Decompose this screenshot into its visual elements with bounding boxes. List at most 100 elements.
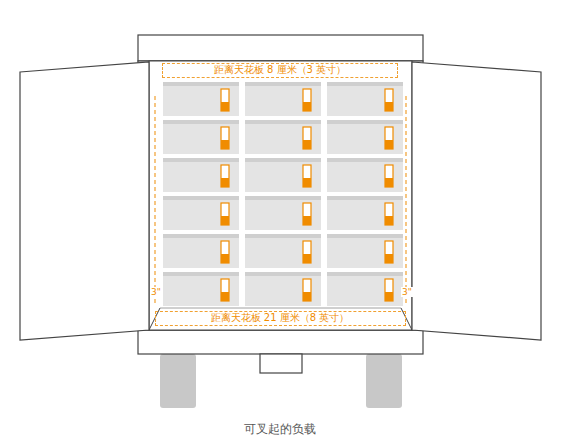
charge-level <box>385 216 393 225</box>
battery-module <box>245 120 321 154</box>
cabinet-top <box>138 35 423 61</box>
module-top <box>245 158 321 162</box>
battery-module <box>327 158 403 192</box>
charge-indicator <box>385 203 393 225</box>
battery-module <box>245 196 321 230</box>
module-body <box>163 234 239 268</box>
charge-indicator <box>303 203 311 225</box>
battery-module <box>327 82 403 116</box>
cabinet-leg <box>366 354 402 408</box>
charge-level <box>303 216 311 225</box>
module-top <box>327 196 403 200</box>
clearance-dimension: 3" <box>401 287 413 297</box>
module-body <box>163 272 239 306</box>
cabinet-base <box>138 330 423 354</box>
charge-level <box>221 254 229 263</box>
battery-module <box>163 120 239 154</box>
battery-module <box>327 272 403 306</box>
charge-level <box>221 178 229 187</box>
charge-level <box>303 140 311 149</box>
clearance-label: 距离天花板 21 厘米（8 英寸） <box>209 312 352 324</box>
charge-level <box>385 140 393 149</box>
battery-module <box>245 272 321 306</box>
clearance-line <box>405 96 406 306</box>
module-top <box>245 82 321 86</box>
module-top <box>327 158 403 162</box>
module-body <box>245 272 321 306</box>
cabinet-body <box>138 61 423 330</box>
battery-module <box>163 196 239 230</box>
module-body <box>245 82 321 116</box>
charge-indicator <box>385 89 393 111</box>
battery-module <box>327 120 403 154</box>
battery-module <box>163 272 239 306</box>
module-body <box>327 272 403 306</box>
clearance-line <box>154 96 155 306</box>
charge-level <box>303 102 311 111</box>
fork-pocket <box>260 354 302 373</box>
module-body <box>245 196 321 230</box>
module-body <box>163 120 239 154</box>
charge-indicator <box>221 165 229 187</box>
charge-level <box>385 178 393 187</box>
charge-level <box>385 292 393 301</box>
module-top <box>327 82 403 86</box>
charge-level <box>221 102 229 111</box>
battery-module <box>163 158 239 192</box>
battery-module <box>245 158 321 192</box>
figure-caption: 可叉起的负载 <box>244 421 316 438</box>
module-body <box>245 234 321 268</box>
cabinet-door <box>412 62 541 340</box>
charge-indicator <box>221 127 229 149</box>
module-body <box>245 158 321 192</box>
floor-edge <box>160 308 401 309</box>
charge-level <box>303 292 311 301</box>
charge-indicator <box>303 127 311 149</box>
module-body <box>163 158 239 192</box>
cabinet-opening <box>149 61 412 330</box>
module-top <box>327 120 403 124</box>
clearance-box: 距离天花板 8 厘米（3 英寸） <box>162 63 398 78</box>
charge-indicator <box>221 279 229 301</box>
module-top <box>163 82 239 86</box>
charge-indicator <box>221 203 229 225</box>
module-body <box>327 234 403 268</box>
battery-module <box>163 82 239 116</box>
module-body <box>327 196 403 230</box>
charge-level <box>385 254 393 263</box>
charge-level <box>303 178 311 187</box>
clearance-dimension: 3" <box>150 287 162 297</box>
charge-indicator <box>221 89 229 111</box>
module-body <box>327 82 403 116</box>
battery-module <box>245 82 321 116</box>
cabinet-door <box>20 62 149 340</box>
clearance-label: 距离天花板 8 厘米（3 英寸） <box>212 64 348 76</box>
battery-module <box>327 234 403 268</box>
charge-indicator <box>385 241 393 263</box>
charge-indicator <box>303 89 311 111</box>
module-top <box>245 234 321 238</box>
clearance-box: 距离天花板 21 厘米（8 英寸） <box>155 311 406 326</box>
module-body <box>245 120 321 154</box>
module-top <box>163 234 239 238</box>
charge-indicator <box>221 241 229 263</box>
charge-indicator <box>385 165 393 187</box>
module-top <box>327 234 403 238</box>
charge-level <box>221 216 229 225</box>
module-top <box>327 272 403 276</box>
charge-level <box>221 140 229 149</box>
module-top <box>163 158 239 162</box>
battery-module <box>327 196 403 230</box>
module-top <box>163 272 239 276</box>
charge-level <box>385 102 393 111</box>
module-body <box>327 120 403 154</box>
charge-level <box>221 292 229 301</box>
charge-indicator <box>303 241 311 263</box>
module-top <box>245 196 321 200</box>
module-top <box>245 272 321 276</box>
charge-indicator <box>385 127 393 149</box>
module-body <box>163 82 239 116</box>
cabinet-leg <box>160 354 196 408</box>
charge-indicator <box>303 165 311 187</box>
module-top <box>245 120 321 124</box>
